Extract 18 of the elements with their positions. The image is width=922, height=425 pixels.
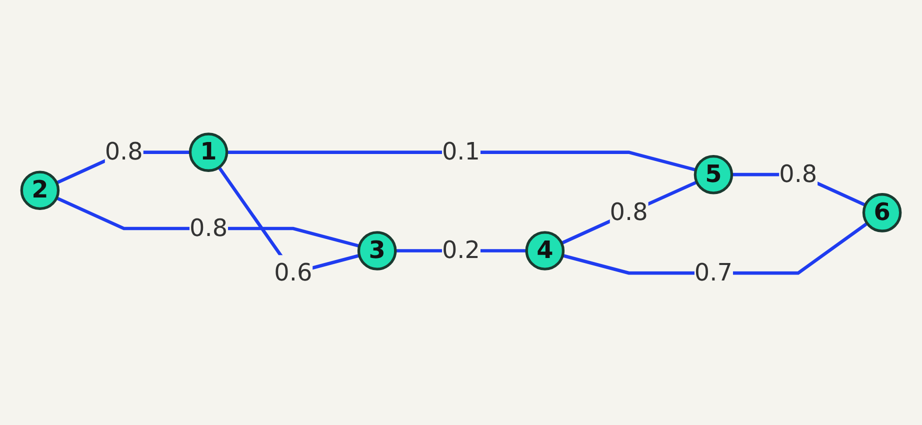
connector — [226, 150, 696, 172]
node-circle: 6 — [862, 193, 902, 232]
edge-label: 0.8 — [610, 198, 648, 227]
edge-label: 0.6 — [274, 259, 312, 288]
edge-label: 0.8 — [779, 160, 818, 189]
node-circle: 2 — [20, 170, 60, 210]
edge-label: 0.7 — [694, 259, 733, 288]
node-circle: 3 — [357, 231, 397, 270]
node-circle: 1 — [188, 132, 228, 172]
edge-label: 0.8 — [189, 214, 228, 242]
node-circle: 5 — [694, 154, 734, 194]
connector — [560, 180, 698, 245]
connector — [562, 222, 868, 275]
node-circle: 4 — [525, 231, 565, 270]
edge-label: 0.8 — [104, 138, 143, 166]
edge-label: 0.1 — [442, 138, 480, 166]
connector — [56, 196, 360, 248]
edge-label: 0.2 — [442, 236, 480, 265]
